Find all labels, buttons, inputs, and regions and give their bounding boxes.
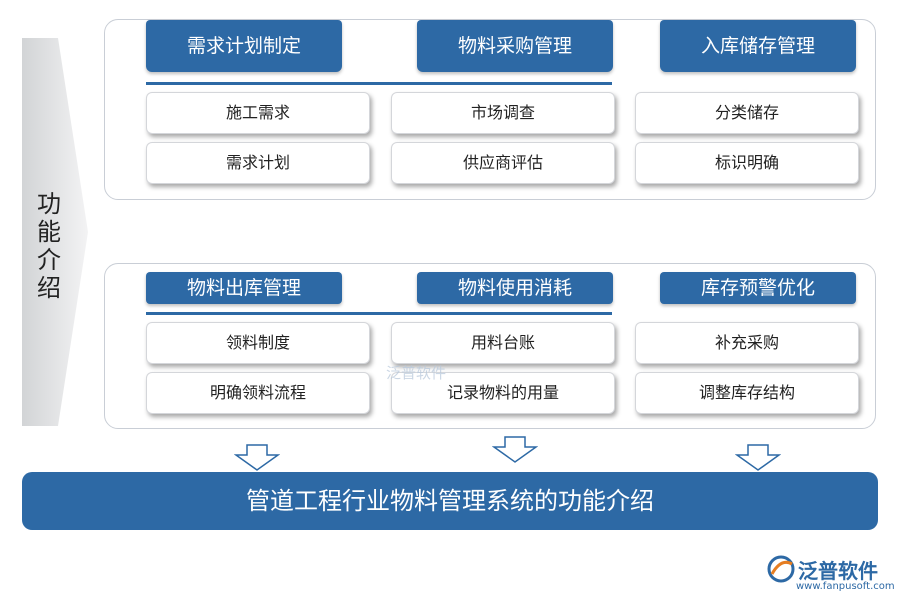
side-arrow-shape	[22, 38, 88, 426]
title-banner: 管道工程行业物料管理系统的功能介绍	[22, 472, 878, 530]
item-demand-plan: 需求计划	[146, 142, 370, 184]
side-label: 功能介绍	[37, 190, 61, 302]
item-adjust-inventory: 调整库存结构	[635, 372, 859, 414]
item-replenish-purchase: 补充采购	[635, 322, 859, 364]
header-divider	[146, 82, 612, 85]
header-material-consumption: 物料使用消耗	[417, 272, 613, 304]
item-requisition-process: 明确领料流程	[146, 372, 370, 414]
item-construction-demand: 施工需求	[146, 92, 370, 134]
header-demand-planning: 需求计划制定	[146, 20, 342, 72]
item-record-usage: 记录物料的用量	[391, 372, 615, 414]
item-market-research: 市场调查	[391, 92, 615, 134]
bottom-panel: 物料出库管理 物料使用消耗 库存预警优化 领料制度 用料台账 补充采购 明确领料…	[104, 263, 876, 429]
down-arrow-icon	[735, 444, 781, 471]
header-warehousing-storage: 入库储存管理	[660, 20, 856, 72]
top-panel: 需求计划制定 物料采购管理 入库储存管理 施工需求 市场调查 分类储存 需求计划…	[104, 19, 876, 200]
item-classified-storage: 分类储存	[635, 92, 859, 134]
item-clear-labeling: 标识明确	[635, 142, 859, 184]
item-requisition-system: 领料制度	[146, 322, 370, 364]
header-material-purchasing: 物料采购管理	[417, 20, 613, 72]
down-arrow-icon	[234, 444, 280, 471]
header-material-outbound: 物料出库管理	[146, 272, 342, 304]
down-arrow-icon	[492, 436, 538, 463]
brand-url: www.fanpusoft.com	[796, 581, 895, 592]
header-inventory-warning: 库存预警优化	[660, 272, 856, 304]
item-supplier-evaluation: 供应商评估	[391, 142, 615, 184]
brand-logo-icon	[767, 555, 795, 583]
brand-name: 泛普软件	[798, 559, 878, 583]
item-usage-ledger: 用料台账	[391, 322, 615, 364]
header-divider	[146, 312, 612, 315]
watermark-text: 泛普软件	[386, 364, 447, 382]
